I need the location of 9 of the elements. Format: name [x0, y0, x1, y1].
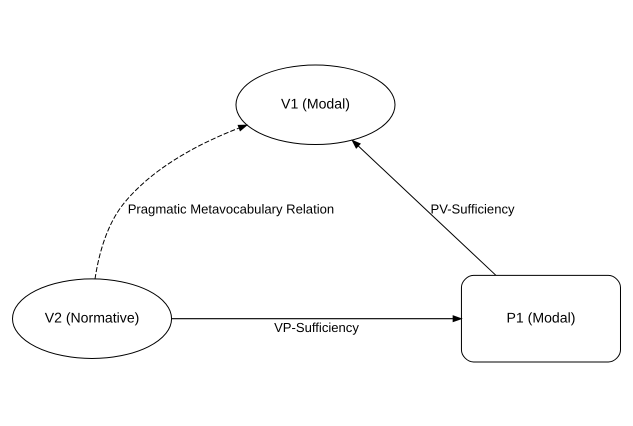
edge-label: PV-Sufficiency [430, 200, 515, 216]
arrow [351, 138, 496, 276]
arrow [172, 314, 463, 322]
edge-label: VP-Sufficiency [274, 320, 359, 335]
node-ellipse: V2 (Normative) [12, 278, 172, 358]
node-ellipse: V1 (Modal) [235, 64, 396, 145]
arrow [94, 124, 248, 279]
node-box: P1 (Modal) [460, 274, 621, 362]
edge-label: Pragmatic Metavocabulary Relation [128, 200, 334, 216]
